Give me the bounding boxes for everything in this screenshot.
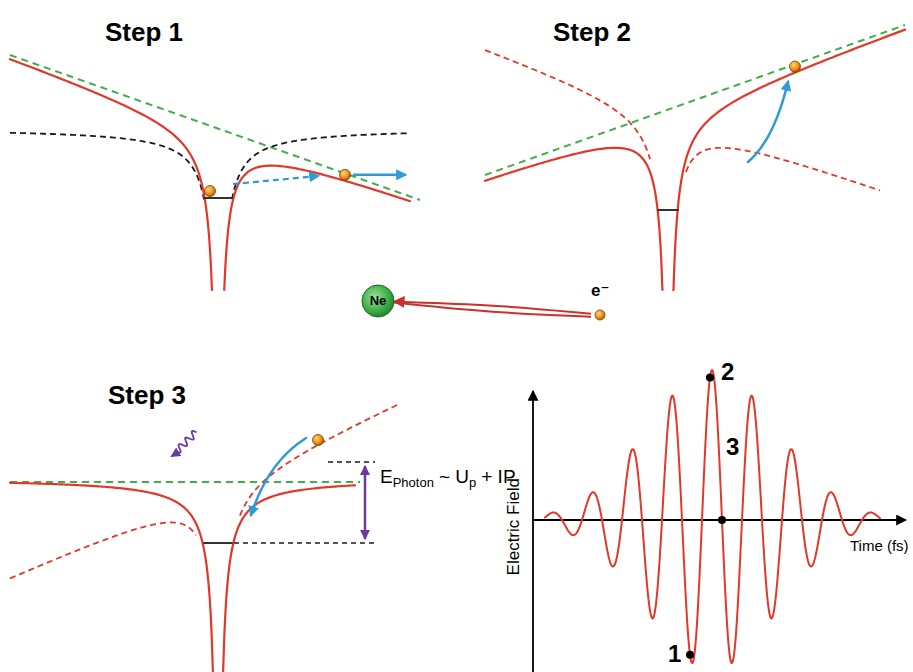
axis-label: Time (fs) bbox=[850, 537, 909, 554]
energy-formula: p bbox=[469, 476, 476, 491]
energy-level bbox=[234, 542, 375, 544]
energy-formula: Photon bbox=[393, 476, 434, 491]
electron-dot bbox=[790, 61, 801, 72]
callout-number: 3 bbox=[726, 433, 739, 461]
callout-number: 2 bbox=[721, 358, 734, 386]
electron-dot bbox=[313, 435, 324, 446]
axis-label: Electric Field bbox=[504, 478, 524, 575]
time-marker bbox=[718, 516, 726, 524]
atom-circle bbox=[362, 285, 394, 317]
electron-marker: e⁻ bbox=[591, 281, 609, 321]
photon-symbol bbox=[172, 431, 196, 456]
field-line bbox=[10, 481, 360, 483]
tilted-potential bbox=[10, 59, 212, 290]
tilted-potential bbox=[485, 148, 663, 290]
step-title: Step 3 bbox=[108, 381, 186, 411]
atom-circle: Ne bbox=[361, 284, 395, 318]
step-title: Step 1 bbox=[105, 18, 183, 48]
atom-label: Ne bbox=[370, 294, 387, 309]
energy-level bbox=[328, 461, 375, 463]
ground-state bbox=[204, 197, 232, 199]
axis-line bbox=[532, 392, 534, 672]
time-marker bbox=[686, 651, 694, 659]
ground-state bbox=[658, 209, 678, 211]
energy-formula: ~ U bbox=[439, 466, 469, 488]
tunnel-arrow bbox=[233, 176, 318, 184]
previous-potential bbox=[686, 148, 880, 191]
electron-dot bbox=[594, 309, 606, 321]
atomic-potential bbox=[10, 483, 213, 672]
electron-dot bbox=[205, 186, 216, 197]
ground-state bbox=[204, 542, 232, 544]
field-curve bbox=[545, 370, 880, 663]
motion-arrow bbox=[354, 174, 405, 177]
recombination-arrow bbox=[251, 438, 306, 515]
callout-number: 1 bbox=[668, 640, 681, 668]
time-marker bbox=[706, 373, 714, 381]
electron-label: e⁻ bbox=[591, 281, 609, 301]
electron-dot bbox=[340, 169, 351, 180]
trajectory-arrow bbox=[395, 302, 591, 314]
field-line bbox=[485, 25, 905, 175]
motion-arrow bbox=[748, 82, 788, 162]
tilted-potential bbox=[224, 166, 410, 290]
field-line bbox=[10, 55, 420, 200]
electron-dot bbox=[595, 310, 605, 320]
previous-potential bbox=[10, 522, 196, 578]
energy-formula: E bbox=[380, 466, 393, 488]
tilted-potential bbox=[673, 30, 905, 290]
previous-potential bbox=[485, 50, 650, 159]
atomic-potential bbox=[10, 133, 204, 200]
trajectory-line bbox=[394, 303, 591, 317]
atomic-potential bbox=[223, 485, 355, 672]
energy-arrow bbox=[364, 467, 367, 538]
step-title: Step 2 bbox=[553, 18, 631, 48]
